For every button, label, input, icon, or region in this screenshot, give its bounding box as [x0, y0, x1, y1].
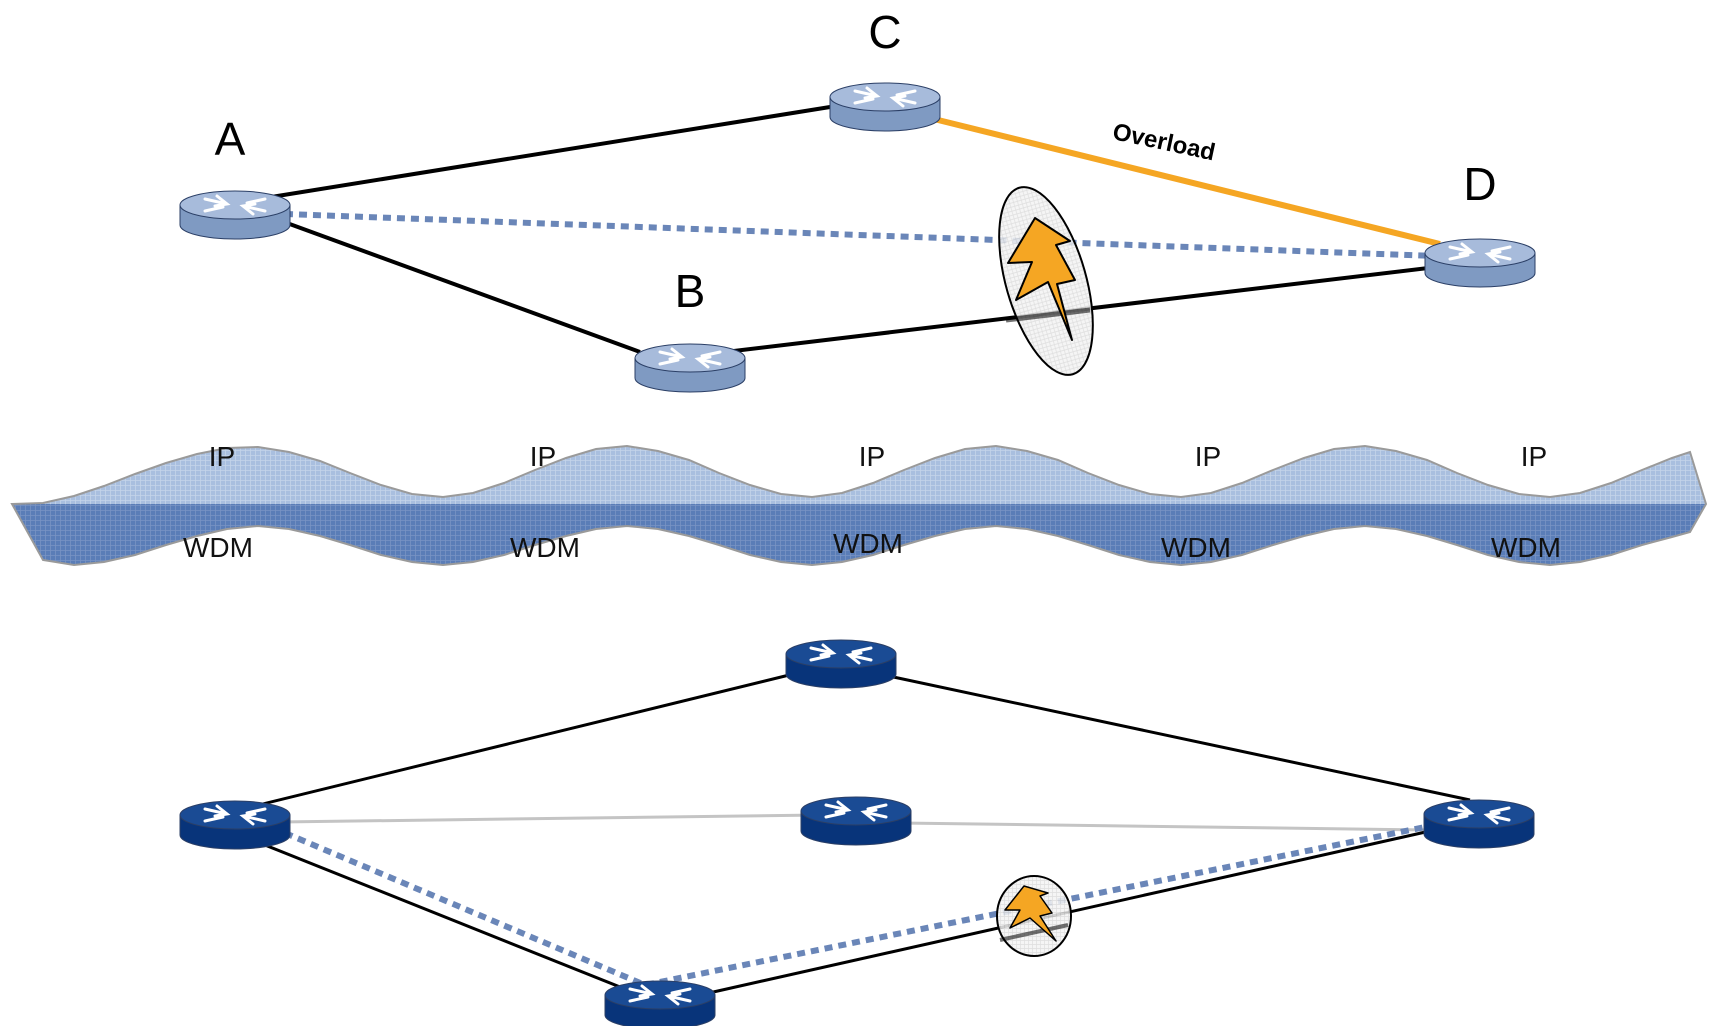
- ip-label: IP: [1521, 441, 1547, 472]
- router-icon: [1423, 799, 1535, 849]
- router-c: [829, 82, 941, 132]
- router-lower-right: [1423, 799, 1535, 849]
- router-lower-top: [785, 639, 897, 689]
- link-center-right: [899, 821, 1431, 832]
- router-icon: [634, 343, 746, 393]
- ip-label: IP: [1195, 441, 1221, 472]
- upper-network: Overload C A D B: [215, 6, 1497, 376]
- lightning-bolt-icon: [1007, 217, 1076, 341]
- wdm-label: WDM: [510, 532, 580, 563]
- ip-layer: [12, 446, 1706, 504]
- router-d: [1424, 238, 1536, 288]
- link-left-center: [279, 813, 821, 824]
- link-failure-marker: [996, 875, 1072, 957]
- router-icon: [179, 800, 291, 850]
- link-left-bottom: [239, 833, 641, 997]
- wdm-label: WDM: [183, 532, 253, 563]
- router-icon: [829, 82, 941, 132]
- routers: [179, 82, 1536, 1026]
- overload-label: Overload: [1110, 118, 1217, 166]
- node-label-b: B: [675, 265, 706, 317]
- wdm-label: WDM: [1491, 532, 1561, 563]
- router-lower-bottom: [604, 980, 716, 1026]
- router-a: [179, 190, 291, 240]
- router-icon: [785, 639, 897, 689]
- wdm-label: WDM: [1161, 532, 1231, 563]
- backup-path-a-d: [284, 211, 1436, 259]
- router-icon: [1424, 238, 1536, 288]
- ip-label: IP: [209, 441, 235, 472]
- backup-path: [283, 822, 1436, 989]
- ip-wdm-layer-band: IP IP IP IP IP WDM WDM WDM WDM WDM: [10, 441, 1708, 567]
- node-label-a: A: [215, 113, 246, 165]
- router-lower-left: [179, 800, 291, 850]
- router-lower-center: [800, 796, 912, 846]
- router-b: [634, 343, 746, 393]
- link-a-b: [264, 213, 641, 354]
- link-bottom-right: [699, 820, 1471, 997]
- ip-label: IP: [530, 441, 556, 472]
- router-icon: [800, 796, 912, 846]
- router-icon: [604, 980, 716, 1026]
- link-a-c: [264, 105, 831, 200]
- ip-label: IP: [859, 441, 885, 472]
- link-top-right: [869, 670, 1471, 802]
- lower-network: [229, 663, 1471, 997]
- link-top-left: [229, 663, 831, 814]
- router-icon: [179, 190, 291, 240]
- node-label-d: D: [1463, 158, 1496, 210]
- lightning-bolt-icon: [1004, 885, 1057, 942]
- node-label-c: C: [868, 6, 901, 58]
- link-failure-marker: [998, 186, 1094, 376]
- link-c-d-overload: [929, 115, 1441, 247]
- wdm-label: WDM: [833, 528, 903, 559]
